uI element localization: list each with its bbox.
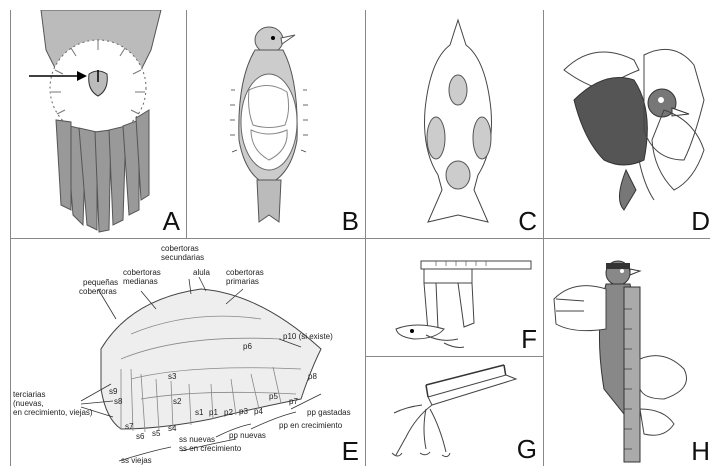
panel-c-illustration — [366, 10, 543, 238]
panel-letter-f: F — [521, 326, 537, 352]
label-primarias-2: primarias — [226, 277, 259, 286]
panel-e: pequeñas cobertoras cobertoras medianas … — [11, 239, 365, 466]
label-p7: p7 — [289, 397, 298, 406]
panel-d: D — [544, 10, 710, 238]
label-s1: s1 — [195, 408, 204, 417]
panel-c: C — [366, 10, 543, 238]
label-alula: alula — [193, 268, 210, 277]
panel-g: G — [366, 357, 543, 466]
panel-f: F — [366, 239, 543, 356]
label-p4: p4 — [254, 407, 263, 416]
label-s2: s2 — [173, 397, 182, 406]
panel-a: A — [11, 10, 186, 238]
panel-letter-a: A — [163, 208, 180, 234]
label-medianas-2: medianas — [123, 277, 158, 286]
label-p6: p6 — [243, 342, 252, 351]
panel-letter-h: H — [691, 438, 710, 464]
panel-letter-c: C — [518, 208, 537, 234]
panel-letter-e: E — [342, 438, 359, 464]
label-terciarias-1: terciarias — [13, 390, 45, 399]
label-s3: s3 — [168, 372, 177, 381]
label-ss-crecimiento: ss en crecimiento — [179, 444, 242, 453]
label-s7: s7 — [125, 422, 134, 431]
label-pequenas-1: pequeñas — [83, 278, 118, 287]
label-p8: p8 — [308, 372, 317, 381]
panel-letter-b: B — [342, 208, 359, 234]
label-medianas-1: cobertoras — [123, 268, 161, 277]
label-pp-crecimiento: pp en crecimiento — [279, 421, 343, 430]
panel-f-illustration — [366, 239, 543, 356]
label-pp-nuevas: pp nuevas — [229, 431, 266, 440]
panel-letter-d: D — [691, 208, 710, 234]
label-s9: s9 — [109, 387, 118, 396]
label-s8: s8 — [114, 397, 123, 406]
label-terciarias-3: en crecimiento, viejas) — [13, 408, 93, 417]
panel-a-illustration — [11, 10, 186, 238]
label-p3: p3 — [239, 407, 248, 416]
panel-h-illustration — [544, 239, 710, 466]
label-primarias-1: cobertoras — [226, 268, 264, 277]
panel-e-illustration: pequeñas cobertoras cobertoras medianas … — [11, 239, 365, 466]
label-p10: p10 (si existe) — [283, 332, 333, 341]
label-pp-gastadas: pp gastadas — [307, 408, 351, 417]
panel-b-illustration — [187, 10, 365, 238]
label-s4: s4 — [168, 424, 177, 433]
label-secundarias-1: cobertoras — [161, 244, 199, 253]
label-s6: s6 — [136, 432, 145, 441]
panel-h: H — [544, 239, 710, 466]
panel-d-illustration — [544, 10, 710, 238]
label-ss-nuevas: ss nuevas — [179, 435, 215, 444]
label-secundarias-2: secundarias — [161, 253, 204, 262]
panel-b: B — [187, 10, 365, 238]
label-s5: s5 — [152, 429, 161, 438]
label-ss-viejas: ss viejas — [121, 456, 152, 465]
panel-letter-g: G — [517, 436, 537, 462]
label-pequenas-2: cobertoras — [79, 287, 117, 296]
label-terciarias-2: (nuevas, — [13, 399, 44, 408]
label-p2: p2 — [224, 408, 233, 417]
label-p1: p1 — [209, 408, 218, 417]
label-p5: p5 — [269, 392, 278, 401]
